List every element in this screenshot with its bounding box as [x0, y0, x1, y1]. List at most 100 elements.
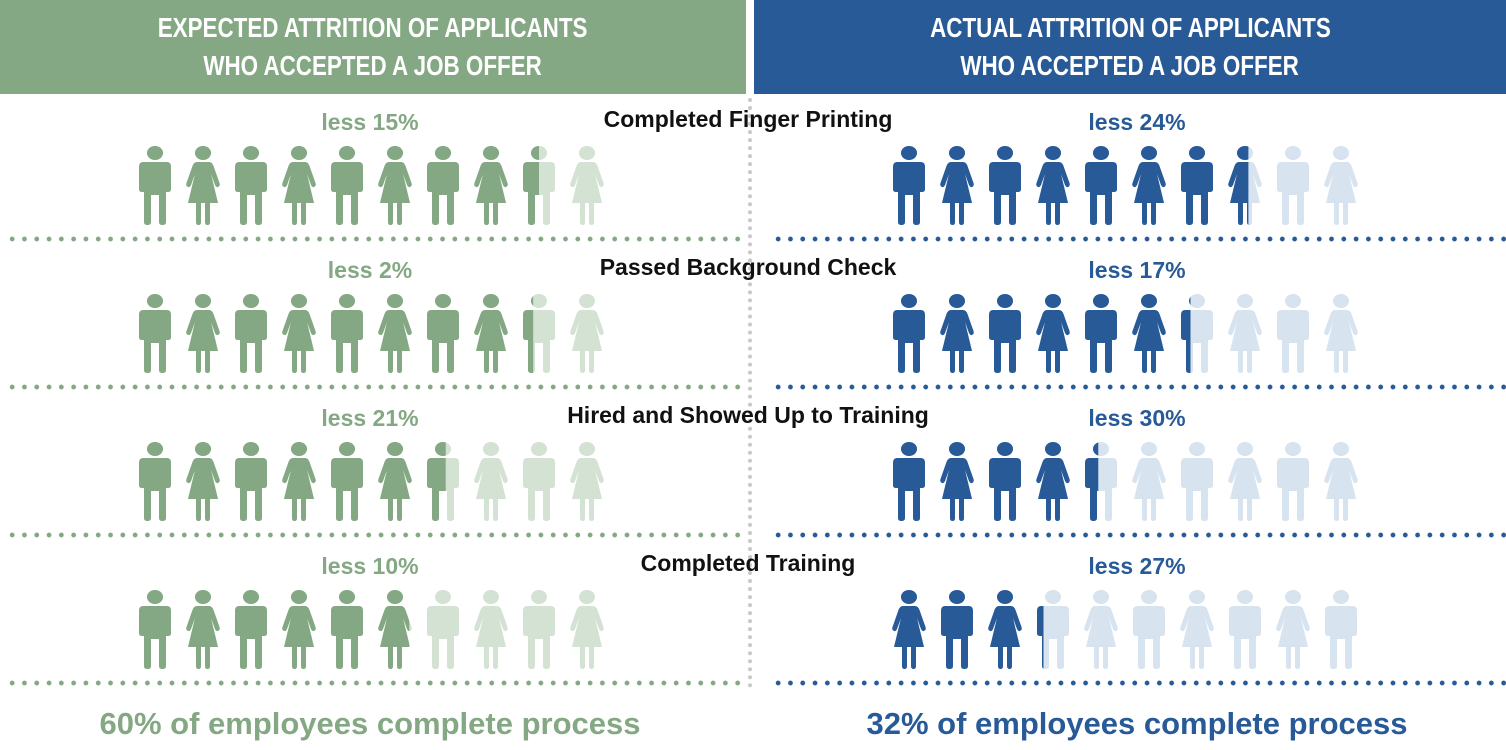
stage-label: Hired and Showed Up to Training	[567, 402, 929, 428]
woman-icon	[1228, 442, 1262, 521]
man-icon	[331, 590, 363, 669]
woman-icon	[940, 294, 974, 373]
man-icon	[523, 146, 555, 225]
stage-row: less 10% Completed Training less 27%	[0, 547, 1506, 695]
actual-dotted-divider	[772, 384, 1506, 390]
man-icon	[427, 442, 459, 521]
man-icon	[427, 146, 459, 225]
expected-dotted-divider	[6, 680, 746, 686]
woman-icon	[282, 590, 316, 669]
man-icon	[139, 294, 171, 373]
man-icon	[1325, 590, 1357, 669]
stage-row: less 15% Completed Finger Printing less …	[0, 103, 1506, 251]
man-icon	[1133, 590, 1165, 669]
expected-dotted-divider	[6, 236, 746, 242]
woman-icon	[186, 146, 220, 225]
man-icon	[1277, 442, 1309, 521]
man-icon	[893, 294, 925, 373]
woman-icon	[988, 590, 1022, 669]
woman-icon	[940, 442, 974, 521]
woman-icon	[1324, 294, 1358, 373]
woman-icon	[1324, 442, 1358, 521]
man-icon	[1181, 442, 1213, 521]
man-icon	[235, 442, 267, 521]
woman-icon	[570, 442, 604, 521]
actual-dotted-divider	[772, 532, 1506, 538]
man-icon	[427, 590, 459, 669]
man-icon	[941, 590, 973, 669]
actual-header-line-1: ACTUAL ATTRITION OF APPLICANTS	[929, 12, 1331, 43]
man-icon	[139, 146, 171, 225]
man-icon	[235, 590, 267, 669]
expected-drop-label: less 15%	[321, 109, 419, 135]
man-icon	[235, 146, 267, 225]
man-icon	[1181, 294, 1213, 373]
woman-icon	[186, 442, 220, 521]
woman-icon	[282, 146, 316, 225]
woman-icon	[1036, 294, 1070, 373]
center-divider	[748, 98, 752, 688]
woman-icon	[378, 294, 412, 373]
man-icon	[331, 146, 363, 225]
man-icon	[331, 294, 363, 373]
woman-icon	[474, 590, 508, 669]
man-icon	[139, 590, 171, 669]
woman-icon	[186, 590, 220, 669]
woman-icon	[1228, 294, 1262, 373]
man-icon	[523, 590, 555, 669]
stage-label: Completed Finger Printing	[603, 106, 893, 132]
woman-icon	[570, 146, 604, 225]
actual-summary: 32% of employees complete process	[866, 706, 1408, 741]
man-icon	[1085, 442, 1117, 521]
woman-icon	[1036, 442, 1070, 521]
expected-drop-label: less 10%	[321, 553, 419, 579]
man-icon	[1229, 590, 1261, 669]
woman-icon	[282, 294, 316, 373]
man-icon	[523, 294, 555, 373]
woman-icon	[378, 590, 412, 669]
man-icon	[331, 442, 363, 521]
man-icon	[1085, 294, 1117, 373]
actual-drop-label: less 24%	[1088, 109, 1186, 135]
woman-icon	[570, 294, 604, 373]
woman-icon	[1180, 590, 1214, 669]
woman-icon	[282, 442, 316, 521]
actual-drop-label: less 30%	[1088, 405, 1186, 431]
woman-icon	[1324, 146, 1358, 225]
actual-drop-label: less 17%	[1088, 257, 1186, 283]
woman-icon	[1132, 294, 1166, 373]
woman-icon	[474, 442, 508, 521]
woman-icon	[474, 146, 508, 225]
actual-header-line-2: WHO ACCEPTED A JOB OFFER	[960, 50, 1300, 81]
expected-drop-label: less 21%	[321, 405, 419, 431]
actual-header: ACTUAL ATTRITION OF APPLICANTS WHO ACCEP…	[754, 0, 1506, 94]
woman-icon	[1036, 146, 1070, 225]
woman-icon	[940, 146, 974, 225]
expected-drop-label: less 2%	[327, 257, 413, 283]
stage-label: Completed Training	[640, 550, 856, 576]
man-icon	[1277, 294, 1309, 373]
woman-icon	[1276, 590, 1310, 669]
stage-label: Passed Background Check	[599, 254, 897, 280]
man-icon	[989, 146, 1021, 225]
man-icon	[989, 442, 1021, 521]
woman-icon	[1132, 146, 1166, 225]
expected-header: EXPECTED ATTRITION OF APPLICANTS WHO ACC…	[0, 0, 746, 94]
expected-summary: 60% of employees complete process	[99, 706, 641, 741]
woman-icon	[378, 146, 412, 225]
man-icon	[427, 294, 459, 373]
man-icon	[893, 442, 925, 521]
woman-icon	[892, 590, 926, 669]
man-icon	[989, 294, 1021, 373]
man-icon	[235, 294, 267, 373]
man-icon	[893, 146, 925, 225]
woman-icon	[1132, 442, 1166, 521]
man-icon	[1277, 146, 1309, 225]
man-icon	[1181, 146, 1213, 225]
woman-icon	[474, 294, 508, 373]
woman-icon	[1084, 590, 1118, 669]
actual-dotted-divider	[772, 236, 1506, 242]
man-icon	[523, 442, 555, 521]
woman-icon	[570, 590, 604, 669]
expected-dotted-divider	[6, 532, 746, 538]
